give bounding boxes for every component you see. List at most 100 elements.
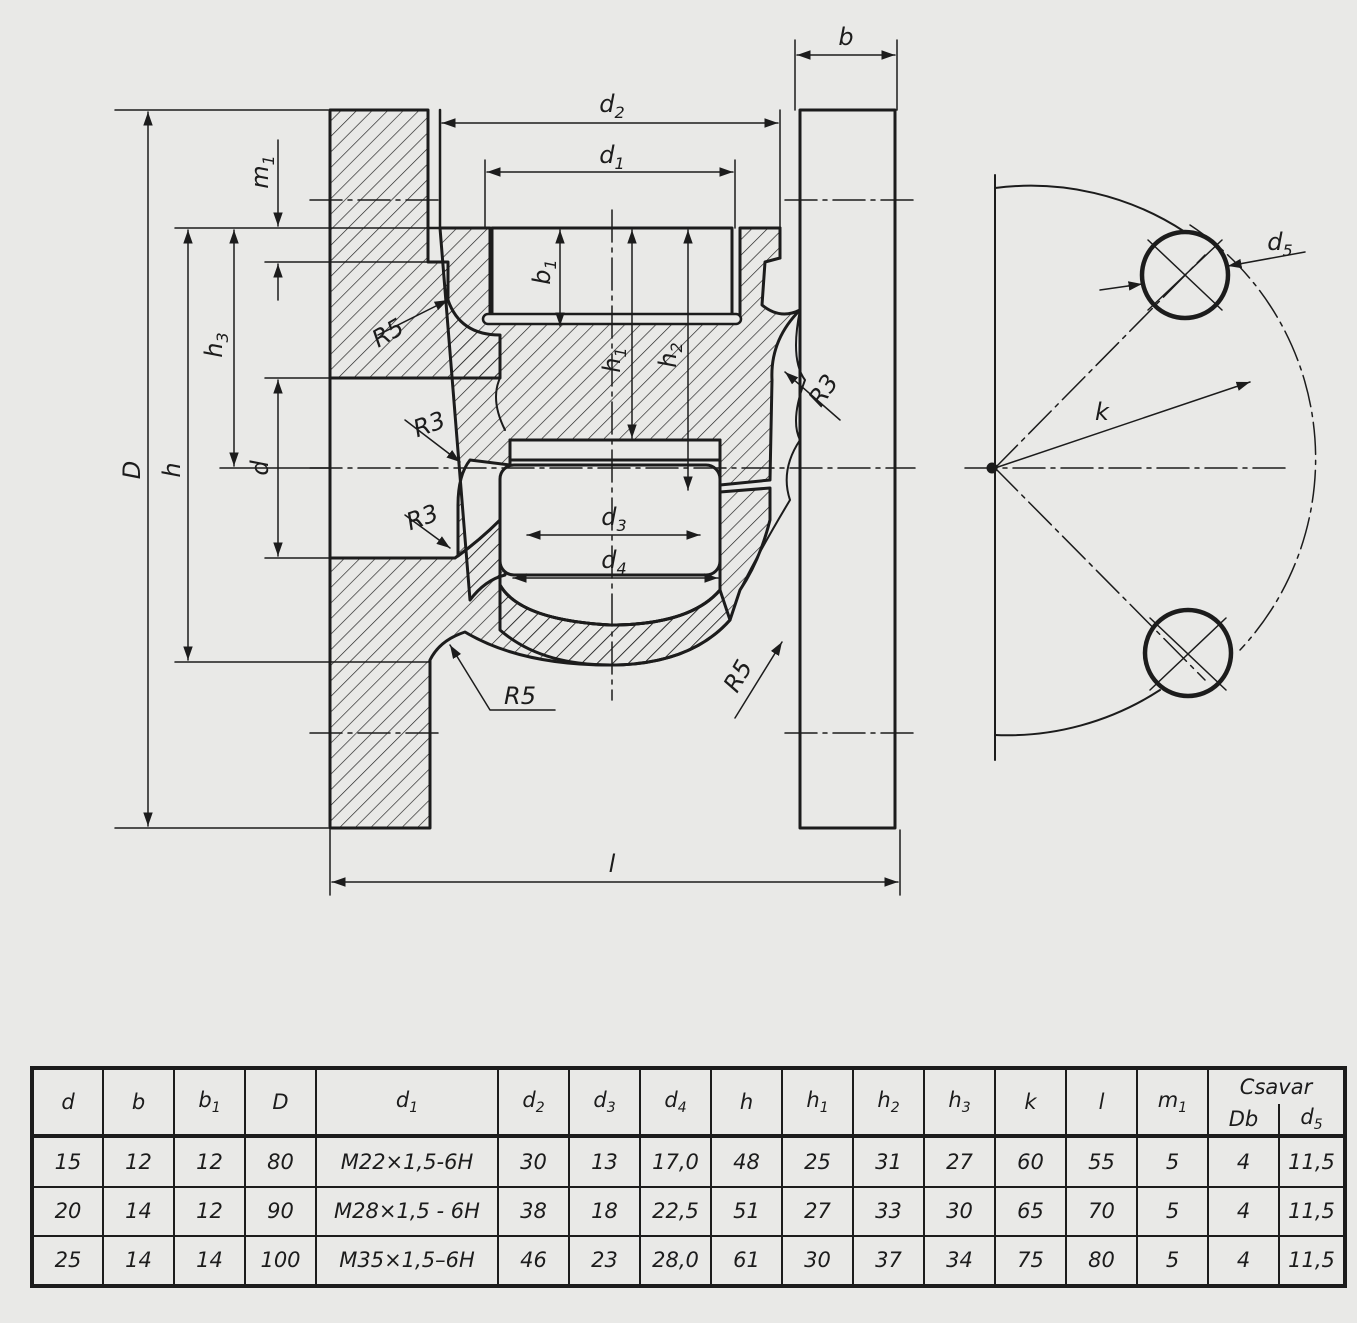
table-cell: 18: [568, 1185, 641, 1237]
label-d1: d1: [599, 141, 624, 173]
label-r3-upper-left: R3: [409, 406, 449, 443]
table-cell: M28×1,5 - 6H: [315, 1185, 499, 1237]
label-r3-lower-left: R3: [402, 499, 442, 536]
table-cell: 11,5: [1278, 1135, 1346, 1188]
table-cell: 60: [994, 1135, 1067, 1188]
label-d2: d2: [599, 90, 624, 122]
table-cell: 27: [781, 1185, 854, 1237]
table-cell: 5: [1136, 1185, 1209, 1237]
lower-bore: [508, 438, 722, 462]
table-cell: 48: [710, 1135, 783, 1188]
table-cell: 12: [173, 1135, 246, 1188]
label-D: D: [118, 461, 146, 479]
table-header-b: b: [102, 1066, 175, 1139]
table-cell: 75: [994, 1234, 1067, 1288]
table-cell: 61: [710, 1234, 783, 1288]
table-cell: 12: [173, 1185, 246, 1237]
label-h3: h3: [200, 332, 232, 357]
table-cell: 30: [923, 1185, 996, 1237]
label-d4: d4: [601, 546, 626, 578]
table-cell: 12: [102, 1135, 175, 1188]
table-header-b1: b1: [173, 1066, 246, 1139]
label-d: d: [246, 460, 274, 476]
label-r3-right: R3: [803, 369, 844, 411]
table-cell: 5: [1136, 1234, 1209, 1288]
table-header-Db: Db: [1207, 1104, 1280, 1139]
label-h1: h1: [598, 347, 630, 372]
table-cell: 4: [1207, 1185, 1280, 1237]
table-header-h1: h1: [781, 1066, 854, 1139]
table-cell: 14: [173, 1234, 246, 1288]
table-cell: 15: [31, 1135, 104, 1188]
flange-plan-arc: [994, 184, 1186, 233]
table-header-m1: m1: [1136, 1066, 1209, 1139]
table-cell: 27: [923, 1135, 996, 1188]
table-cell: 17,0: [639, 1135, 712, 1188]
table-cell: 25: [781, 1135, 854, 1188]
label-k: k: [1095, 398, 1110, 426]
label-l: l: [609, 850, 616, 878]
table-cell: M22×1,5-6H: [315, 1135, 499, 1188]
table-cell: 51: [710, 1185, 783, 1237]
table-cell: 20: [31, 1185, 104, 1237]
table-cell: 34: [923, 1234, 996, 1288]
table-cell: 22,5: [639, 1185, 712, 1237]
table-cell: 5: [1136, 1135, 1209, 1188]
label-d3: d3: [601, 503, 626, 535]
table-cell: 23: [568, 1234, 641, 1288]
table-header-d3: d3: [568, 1066, 641, 1139]
table-header-d: d: [31, 1066, 104, 1139]
table-cell: 38: [497, 1185, 570, 1237]
label-b1: b1: [528, 259, 560, 284]
bolt-hole-lower: [1142, 607, 1234, 699]
table-cell: 4: [1207, 1234, 1280, 1288]
table-cell: 14: [102, 1234, 175, 1288]
table-cell: 31: [852, 1135, 925, 1188]
table-header-D: D: [244, 1066, 317, 1139]
table-cell: 25: [31, 1234, 104, 1288]
table-cell: 11,5: [1278, 1234, 1346, 1288]
table-cell: 90: [244, 1185, 317, 1237]
table-cell: 13: [568, 1135, 641, 1188]
table-cell: 33: [852, 1185, 925, 1237]
table-header-h: h: [710, 1066, 783, 1139]
dim-d5-a: [1099, 281, 1143, 291]
label-b: b: [838, 23, 853, 51]
table-cell: 30: [497, 1135, 570, 1188]
table-cell: 55: [1065, 1135, 1138, 1188]
label-r5-bottom: R5: [504, 682, 536, 710]
dim-d5-b: [1227, 251, 1306, 269]
label-m1: m1: [246, 155, 278, 189]
table-header-csavar: Csavar: [1207, 1066, 1346, 1105]
table-cell: 11,5: [1278, 1185, 1346, 1237]
table-header-l: l: [1065, 1066, 1138, 1139]
table-cell: 14: [102, 1185, 175, 1237]
table-cell: 46: [497, 1234, 570, 1288]
bolt-hole-upper: [1139, 229, 1231, 321]
table-cell: 70: [1065, 1185, 1138, 1237]
table-header-d4: d4: [639, 1066, 712, 1139]
table-cell: 37: [852, 1234, 925, 1288]
table-cell: 80: [1065, 1234, 1138, 1288]
table-cell: 100: [244, 1234, 317, 1288]
label-d5: d5: [1267, 228, 1292, 260]
label-h2: h2: [654, 342, 686, 367]
table-header-k: k: [994, 1066, 1067, 1139]
table-cell: 28,0: [639, 1234, 712, 1288]
table-header-d1: d1: [315, 1066, 499, 1139]
table-header-h3: h3: [923, 1066, 996, 1139]
table-header-d5: d5: [1278, 1104, 1346, 1139]
table-cell: 80: [244, 1135, 317, 1188]
table-header-h2: h2: [852, 1066, 925, 1139]
table-cell: 65: [994, 1185, 1067, 1237]
dim-k: [994, 381, 1251, 469]
right-flange: [798, 108, 897, 830]
